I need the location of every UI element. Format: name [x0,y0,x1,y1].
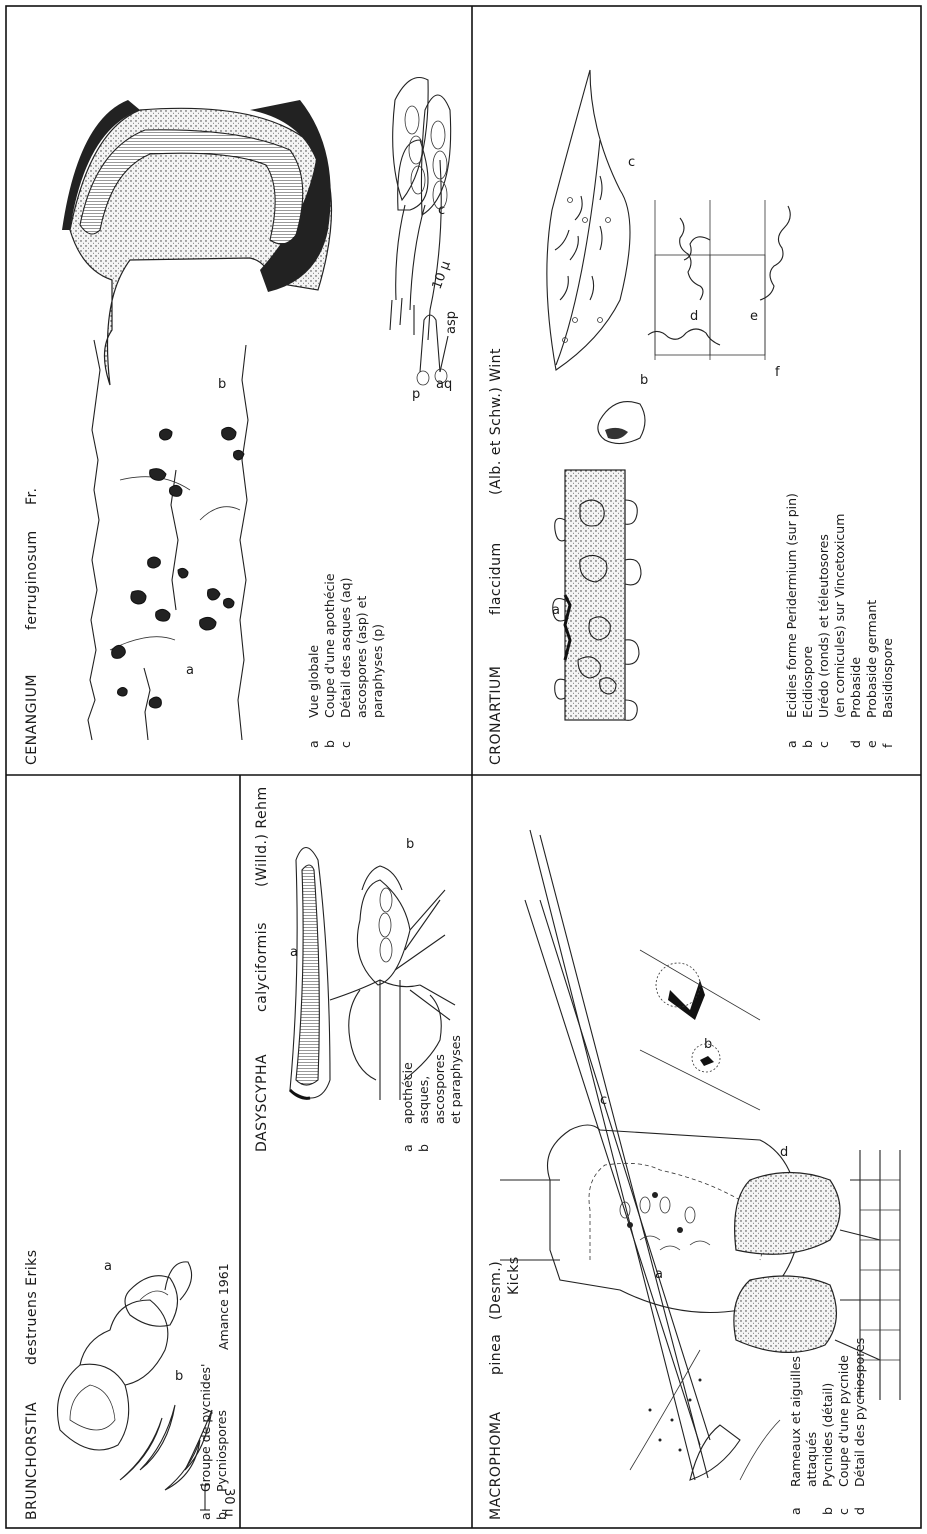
cenangium-fig-b-apothecium [62,100,332,385]
cronartium-label-d: d [690,309,698,324]
macrophoma-legend-c: Coupe d'une pycnide [836,1355,851,1487]
panel-cenangium: CENANGIUM ferruginosum Fr. a Vue globale… [24,78,459,766]
panel-brunchorstia: BRUNCHORSTIA destruens Eriks a Groupe de… [24,1249,236,1520]
macrophoma-fig-d-pycniospores [734,1150,900,1400]
svg-text:a: a [306,740,321,748]
dasyscypha-legend-b3: et paraphyses [448,1035,463,1124]
svg-text:b: b [820,1507,835,1515]
cenangium-legend-b: Coupe d'une apothécie [322,573,337,718]
panel-dasyscypha: DASYSCYPHA calyciformis (Willd.) Rehm a … [254,786,463,1152]
brunchorstia-title-species: destruens Eriks [24,1249,40,1365]
macrophoma-fig-a-needles [525,830,780,1480]
cronartium-legend-e: Probaside germant [864,600,879,718]
panel-macrophoma: MACROPHOMA pinea (Desm.) Kicks a Rameaux… [488,830,900,1520]
dasyscypha-label-a: a [290,945,298,960]
svg-text:c: c [816,741,831,748]
brunchorstia-legend-a: Groupe de pycnides' [198,1364,213,1493]
macrophoma-label-a: a [655,1267,663,1282]
macrophoma-legend-a: Rameaux et aiguilles [788,1356,803,1487]
macrophoma-title-species: pinea [488,1334,504,1375]
cronartium-legend-c: Urédo (ronds) et téleutosores [816,534,831,718]
cenangium-legend: a Vue globale b Coupe d'une apothécie c … [306,573,385,748]
cronartium-legend-a: Ecidies forme Peridermium (sur pin) [784,493,799,718]
cenangium-title-genus: CENANGIUM [24,674,40,765]
svg-text:f: f [880,743,895,748]
macrophoma-title-author2: Kicks [506,1256,522,1295]
cronartium-legend-b: Ecidiospore [800,646,815,718]
cenangium-label-aq: aq [436,377,452,392]
brunchorstia-scale-label: 30 µ [221,1488,236,1517]
cronartium-label-b: b [640,373,648,388]
brunchorstia-legend-b: Pycniospores [214,1410,229,1492]
cenangium-label-a: a [186,663,194,678]
svg-text:c: c [836,1508,851,1515]
macrophoma-label-d: d [780,1145,788,1160]
svg-text:b: b [416,1144,431,1152]
cronartium-label-f: f [775,365,780,380]
cenangium-legend-a: Vue globale [306,645,321,718]
cronartium-title-genus: CRONARTIUM [488,666,504,765]
svg-text:b: b [322,740,337,748]
brunchorstia-label-b: b [175,1369,183,1384]
macrophoma-legend-b: Pycnides (détail) [820,1383,835,1487]
macrophoma-fig-b-pycnidia [640,950,760,1110]
cenangium-label-c: c [438,203,445,218]
brunchorstia-legend: a Groupe de pycnides' b Pycniospores Ama… [198,1263,231,1520]
cronartium-title-author: (Alb. et Schw.) Wint [488,348,504,495]
cenangium-title-species: ferruginosum [24,530,40,630]
dasyscypha-title-genus: DASYSCYPHA [254,1054,270,1152]
cronartium-legend-f: Basidiospore [880,638,895,718]
cronartium-label-c: c [628,155,635,170]
macrophoma-legend-a2: attaqués [804,1432,819,1487]
dasyscypha-legend-a: apothécie [400,1062,415,1124]
svg-text:a: a [784,740,799,748]
svg-text:b: b [800,740,815,748]
cronartium-legend-d: Probaside [848,657,863,718]
svg-text:a: a [198,1512,213,1520]
cronartium-legend: a Ecidies forme Peridermium (sur pin) b … [784,493,895,748]
svg-text:d: d [852,1507,867,1515]
dasyscypha-title-author: (Willd.) Rehm [254,786,270,887]
cenangium-legend-c: Détail des asques (aq) [338,578,353,718]
svg-text:a: a [788,1507,803,1515]
macrophoma-legend: a Rameaux et aiguilles attaqués b Pycnid… [788,1338,867,1515]
cronartium-fig-a-aecia [553,470,641,720]
cenangium-label-scale: 10 µ [430,259,454,291]
cenangium-label-p: p [412,387,420,402]
dasyscypha-legend-b2: ascospores [432,1054,447,1124]
cronartium-label-e: e [750,309,758,324]
cenangium-fig-c-asci [390,78,451,386]
dasyscypha-label-b: b [406,837,414,852]
cronartium-fig-b-aeciospore [598,402,645,444]
brunchorstia-credit: Amance 1961 [216,1263,231,1350]
svg-text:a: a [400,1144,415,1152]
cenangium-label-asp: asp [444,311,459,334]
cronartium-label-a: a [552,603,560,618]
macrophoma-title-genus: MACROPHOMA [488,1411,504,1520]
cenangium-legend-c3: paraphyses (p) [370,624,385,718]
dasyscypha-title-species: calyciformis [254,922,270,1012]
cronartium-fig-def-cells [648,200,790,360]
svg-text:c: c [338,741,353,748]
cenangium-title-author: Fr. [24,488,40,505]
svg-text:d: d [848,740,863,748]
panel-cronartium: CRONARTIUM flaccidum (Alb. et Schw.) Win… [488,70,895,765]
cenangium-legend-c2: ascospores (asp) et [354,596,369,718]
macrophoma-label-c: c [600,1093,607,1108]
brunchorstia-title-genus: BRUNCHORSTIA [24,1402,40,1520]
svg-text:e: e [864,740,879,748]
macrophoma-label-b: b [704,1037,712,1052]
cronartium-legend-c2: (en cornicules) sur Vincetoxicum [832,514,847,718]
cronartium-fig-c-leaf [547,70,630,370]
macrophoma-title-author: (Desm.) [488,1261,504,1320]
dasyscypha-legend-b: asques, [416,1076,431,1124]
cronartium-title-species: flaccidum [488,542,504,615]
cenangium-fig-a-bark [88,340,248,740]
brunchorstia-label-a: a [104,1259,112,1274]
cenangium-label-b: b [218,377,226,392]
